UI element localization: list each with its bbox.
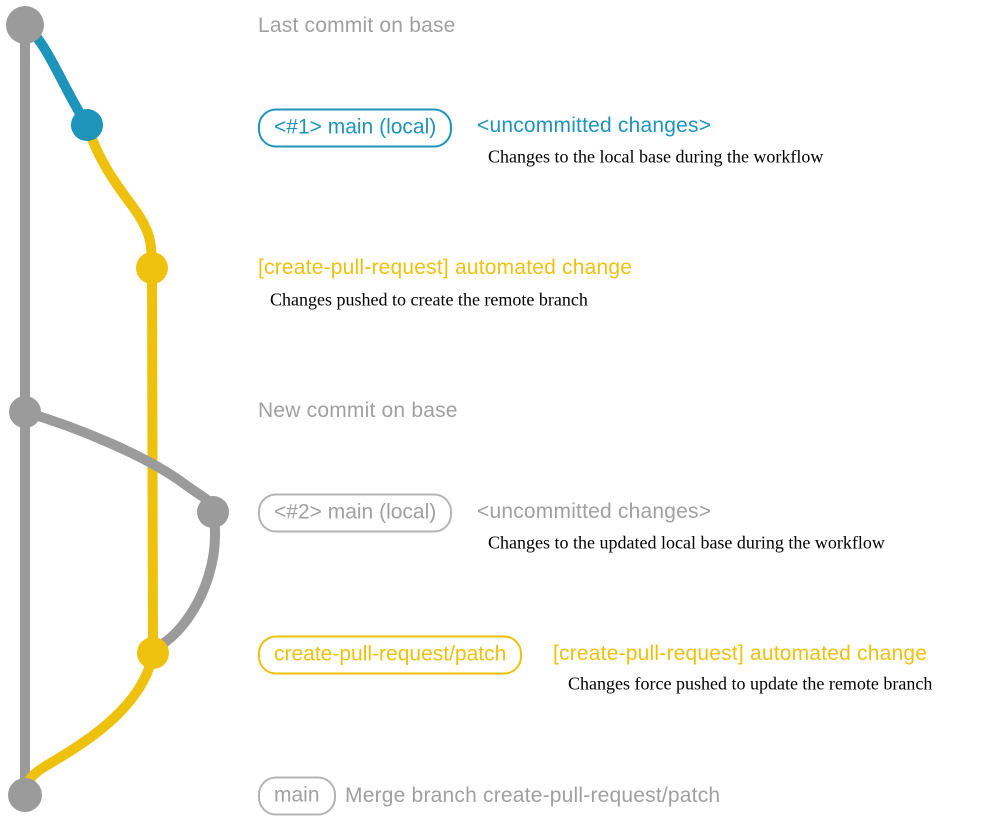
commit-dot-automated-change-2 [137, 637, 169, 669]
commit-dot-last-base [6, 6, 44, 44]
uncommitted-changes-2-description: Changes to the updated local base during… [488, 532, 885, 553]
uncommitted-changes-2-heading: <uncommitted changes> [477, 500, 712, 523]
commit-dot-new-base [9, 396, 41, 428]
last-commit-heading: Last commit on base [258, 14, 456, 37]
commit-dot-main-local-1 [71, 109, 103, 141]
automated-change-1-heading: [create-pull-request] automated change [258, 256, 633, 279]
merge-heading: Merge branch create-pull-request/patch [345, 784, 721, 807]
automated-change-2-description: Changes force pushed to update the remot… [568, 673, 933, 694]
main-local-2-badge: <#2> main (local) [258, 493, 453, 533]
patch-branch-path [82, 120, 158, 658]
merge-to-base-path [20, 648, 158, 800]
patch-branch-badge: create-pull-request/patch [258, 635, 523, 675]
automated-change-2-heading: [create-pull-request] automated change [553, 642, 928, 665]
uncommitted-changes-1-description: Changes to the local base during the wor… [488, 146, 824, 167]
commit-dot-merge [8, 778, 42, 812]
main-badge: main [258, 776, 336, 816]
base-to-main-local-2-path [20, 407, 218, 517]
automated-change-1-description: Changes pushed to create the remote bran… [270, 289, 588, 310]
new-commit-heading: New commit on base [258, 399, 458, 422]
main-local-2-rebase-path [148, 507, 221, 658]
main-local-1-badge: <#1> main (local) [258, 108, 453, 148]
commit-dot-automated-change-1 [136, 252, 168, 284]
commit-dot-main-local-2 [197, 496, 229, 528]
uncommitted-changes-1-heading: <uncommitted changes> [477, 114, 712, 137]
